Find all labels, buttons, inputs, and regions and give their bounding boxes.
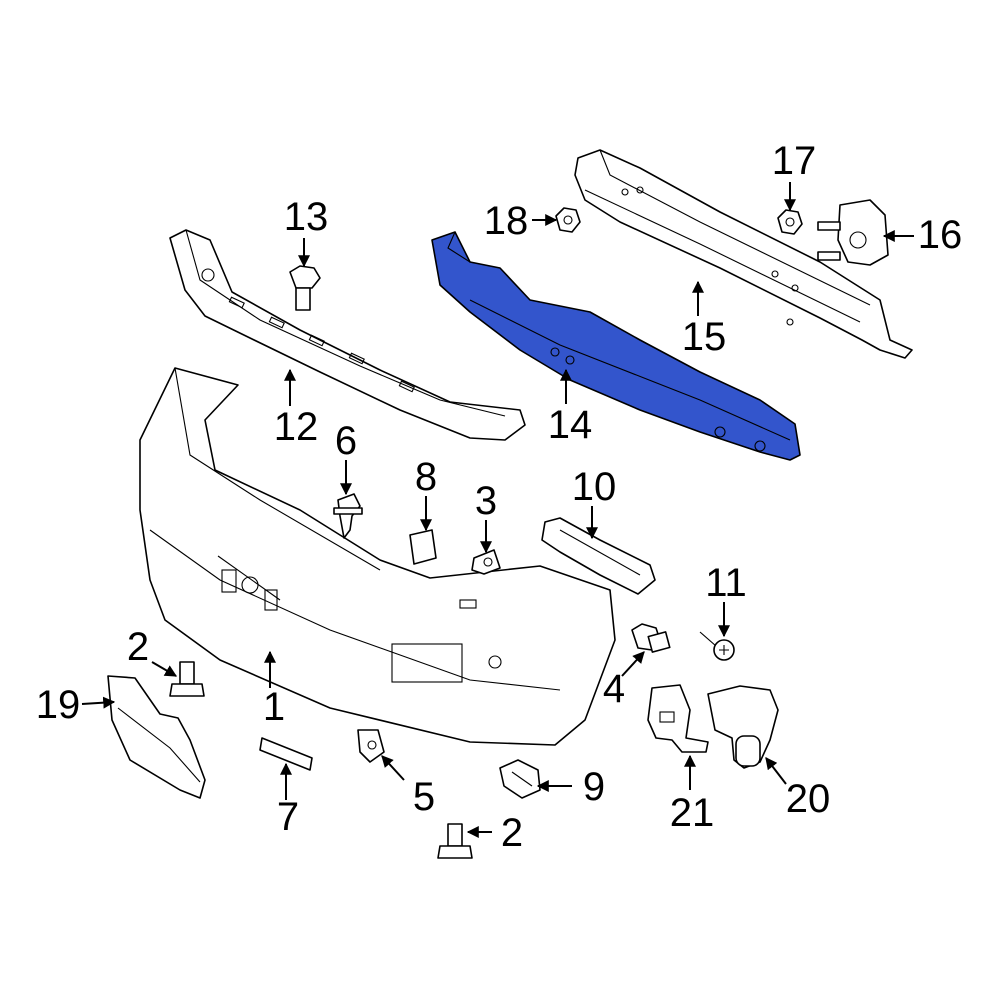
callout-6[interactable]: 6 xyxy=(335,419,357,463)
part-14-energy-absorber[interactable] xyxy=(431,231,801,461)
callout-11[interactable]: 11 xyxy=(705,561,747,605)
part-10-side-bracket[interactable] xyxy=(541,517,656,595)
part-1-bumper-cover[interactable] xyxy=(139,367,616,746)
callout-7[interactable]: 7 xyxy=(277,795,299,839)
callout-14[interactable]: 14 xyxy=(548,403,593,447)
part-16-bracket[interactable] xyxy=(817,199,889,266)
part-12-retainer[interactable] xyxy=(169,229,526,441)
callout-13[interactable]: 13 xyxy=(284,195,329,239)
callout-12[interactable]: 12 xyxy=(274,405,319,449)
callout-2-left[interactable]: 2 xyxy=(127,625,149,669)
part-7-strip[interactable] xyxy=(259,737,313,771)
callout-5[interactable]: 5 xyxy=(413,775,435,819)
part-19-lower-bracket[interactable] xyxy=(107,675,206,799)
callout-19[interactable]: 19 xyxy=(36,683,81,727)
part-11-screw[interactable] xyxy=(699,631,735,661)
part-13-bolt[interactable] xyxy=(289,265,321,311)
callout-labels: 1 2 2 3 4 5 6 7 8 9 10 11 12 13 14 15 16… xyxy=(36,139,963,855)
callout-17[interactable]: 17 xyxy=(772,139,817,183)
callout-2-bottom[interactable]: 2 xyxy=(501,811,523,855)
part-21-sensor-bracket[interactable] xyxy=(647,684,709,753)
callout-18[interactable]: 18 xyxy=(484,199,529,243)
callout-4[interactable]: 4 xyxy=(603,667,625,711)
part-2-bolt-bottom[interactable] xyxy=(437,823,473,859)
part-6-clip[interactable] xyxy=(333,493,363,539)
callout-20[interactable]: 20 xyxy=(786,777,831,821)
callout-10[interactable]: 10 xyxy=(572,465,617,509)
part-8-pad[interactable] xyxy=(409,529,437,565)
callout-8[interactable]: 8 xyxy=(415,455,437,499)
callout-16[interactable]: 16 xyxy=(918,213,963,257)
callout-15[interactable]: 15 xyxy=(682,315,727,359)
callout-1[interactable]: 1 xyxy=(263,685,285,729)
part-4-bolt[interactable] xyxy=(631,623,671,653)
part-17-nut[interactable] xyxy=(777,209,803,235)
leader-lines xyxy=(81,182,914,838)
part-18-nut[interactable] xyxy=(555,207,581,233)
part-15-reinforcement[interactable] xyxy=(574,149,913,359)
part-20-sensor[interactable] xyxy=(707,685,779,769)
callout-21[interactable]: 21 xyxy=(670,791,715,835)
callout-3[interactable]: 3 xyxy=(475,479,497,523)
part-9-retainer[interactable] xyxy=(499,759,541,799)
part-2-bolt-left[interactable] xyxy=(169,661,205,697)
callout-9[interactable]: 9 xyxy=(583,765,605,809)
part-5-clip[interactable] xyxy=(357,729,385,763)
part-3-clip[interactable] xyxy=(471,549,501,575)
